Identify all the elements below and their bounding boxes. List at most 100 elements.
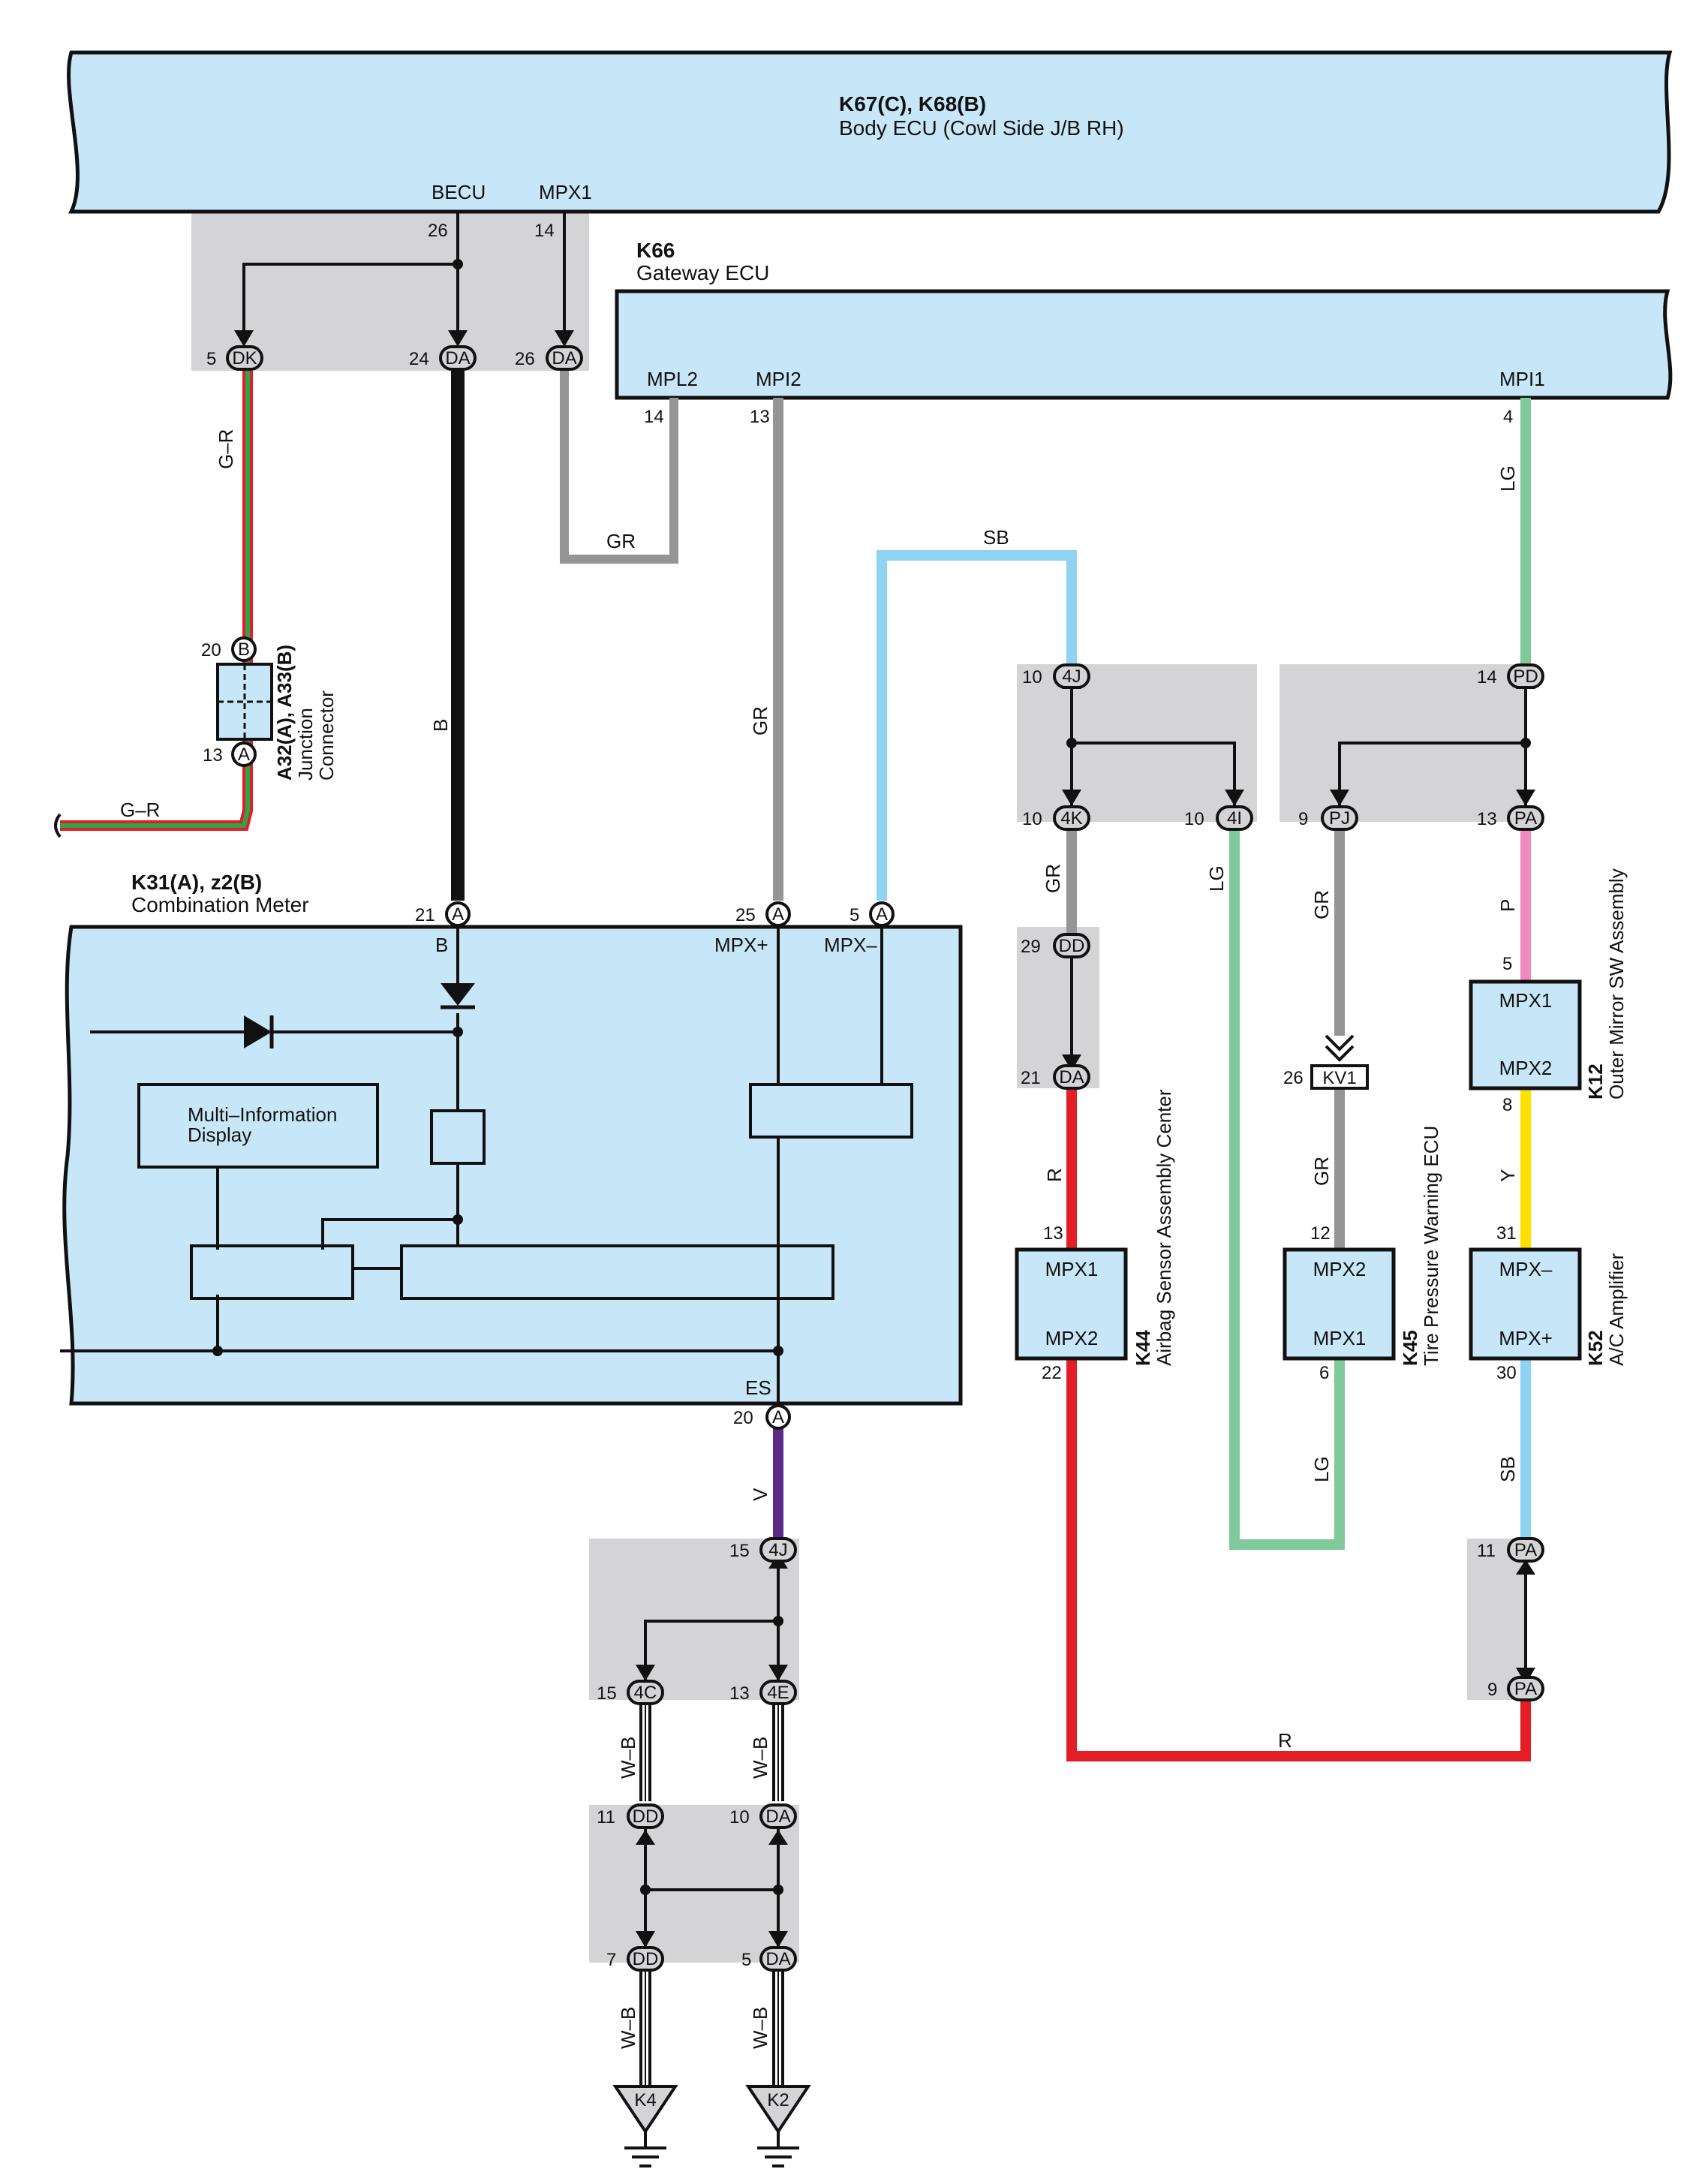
combination-meter: K31(A), z2(B) Combination Meter Multi–In… [60, 871, 963, 1406]
svg-text:PA: PA [1514, 808, 1537, 829]
svg-text:Connector: Connector [315, 690, 338, 781]
svg-text:A32(A), A33(B): A32(A), A33(B) [273, 645, 296, 781]
svg-text:A: A [238, 745, 250, 765]
meter-box [62, 925, 963, 1406]
junction-block-pa-bottom [1467, 1539, 1527, 1700]
svg-text:LG: LG [1310, 1456, 1333, 1482]
jb-pa-bottom-connectors: PA 11 PA 9 [1477, 1537, 1544, 1701]
junction-dots [453, 259, 1531, 1895]
k12-mirror-switch: MPX1 MPX2 5 8 K12 Outer Mirror SW Assemb… [1469, 868, 1628, 1115]
svg-text:DA: DA [552, 348, 576, 369]
svg-text:MPX2: MPX2 [1499, 1057, 1553, 1079]
svg-text:B: B [238, 639, 250, 660]
svg-text:A/C Amplifier: A/C Amplifier [1605, 1253, 1628, 1366]
svg-text:B: B [429, 719, 452, 732]
svg-text:K4: K4 [634, 2090, 656, 2110]
pin-no-mpi2: 13 [750, 407, 770, 427]
body-ecu-pin-mpx1: MPX1 [539, 181, 592, 203]
svg-text:Airbag Sensor Assembly Center: Airbag Sensor Assembly Center [1153, 1089, 1175, 1366]
svg-text:G–R: G–R [120, 799, 160, 821]
svg-text:PJ: PJ [1329, 808, 1350, 829]
svg-text:26: 26 [1283, 1068, 1304, 1088]
svg-text:GR: GR [1310, 890, 1333, 919]
svg-text:MPX–: MPX– [1499, 1258, 1553, 1280]
svg-text:R: R [1043, 1168, 1066, 1182]
svg-text:12: 12 [1310, 1223, 1331, 1244]
gateway-pin-mpl2: MPL2 [647, 368, 698, 390]
svg-text:MPX1: MPX1 [1313, 1327, 1367, 1349]
svg-text:4K: 4K [1060, 808, 1082, 829]
svg-text:4J: 4J [1062, 666, 1081, 687]
svg-text:6: 6 [1319, 1363, 1329, 1383]
svg-text:ES: ES [745, 1376, 771, 1399]
body-ecu-box [67, 50, 1673, 214]
jb-pd-connectors: PD 14 PJ 9 PA 13 [1298, 663, 1544, 831]
svg-text:PD: PD [1513, 666, 1538, 687]
svg-text:MPX2: MPX2 [1313, 1258, 1367, 1280]
gateway-ecu-box [615, 289, 1673, 400]
kv1-connector: KV1 26 [1283, 1034, 1369, 1090]
svg-text:15: 15 [597, 1683, 617, 1704]
svg-text:MPX1: MPX1 [1499, 989, 1553, 1012]
wire-gr-tail [54, 813, 62, 838]
gateway-ecu-code: K66 [636, 239, 675, 262]
svg-text:GR: GR [1042, 864, 1064, 893]
svg-text:5: 5 [1502, 954, 1512, 974]
svg-text:A: A [772, 904, 784, 925]
gateway-pin-mpi1: MPI1 [1499, 368, 1545, 390]
svg-text:K12: K12 [1584, 1063, 1607, 1100]
pin-no-becu: 26 [428, 221, 448, 241]
svg-text:W–B: W–B [749, 2007, 771, 2049]
svg-text:20: 20 [733, 1408, 753, 1428]
svg-text:14: 14 [1477, 667, 1497, 687]
wire-becu-split [242, 212, 566, 330]
ground-k4: K4 [612, 2085, 678, 2167]
jb-4j-connectors: 4J 10 4K 10 4I 10 [1022, 663, 1253, 831]
svg-text:K2: K2 [767, 2090, 789, 2110]
wire-lg-4i [1229, 822, 1345, 1550]
svg-text:SB: SB [983, 526, 1009, 549]
svg-text:20: 20 [201, 640, 221, 660]
svg-text:P: P [1496, 899, 1519, 912]
svg-text:10: 10 [1184, 809, 1204, 829]
svg-text:26: 26 [515, 349, 535, 369]
pin-no-mpi1: 4 [1503, 407, 1513, 427]
svg-text:22: 22 [1042, 1363, 1062, 1383]
svg-text:A: A [452, 904, 464, 925]
ground-junction-connectors: 4J 15 4C 15 4E 13 DD 11 DA 10 DD 7 DA 5 [597, 1537, 797, 1972]
body-ecu-pin-becu: BECU [432, 181, 486, 203]
k45-tpms: MPX2 MPX1 12 6 K45 Tire Pressure Warning… [1283, 1126, 1442, 1383]
svg-text:PA: PA [1514, 1679, 1537, 1699]
k52-ac-amplifier: MPX– MPX+ 31 30 K52 A/C Amplifier [1469, 1223, 1628, 1383]
svg-text:9: 9 [1298, 809, 1308, 829]
meter-connectors: A 21 A 25 A 5 A 20 [415, 901, 895, 1430]
body-ecu: K67(C), K68(B) Body ECU (Cowl Side J/B R… [67, 50, 1673, 214]
svg-text:DD: DD [1059, 936, 1085, 956]
svg-text:DK: DK [232, 348, 257, 369]
svg-text:31: 31 [1496, 1223, 1517, 1244]
svg-text:W–B: W–B [617, 2007, 639, 2049]
svg-text:PA: PA [1514, 1540, 1537, 1560]
svg-text:13: 13 [1043, 1223, 1063, 1244]
svg-text:25: 25 [735, 905, 756, 925]
svg-text:KV1: KV1 [1322, 1068, 1356, 1088]
svg-text:29: 29 [1021, 937, 1041, 957]
svg-text:7: 7 [606, 1950, 616, 1970]
svg-text:V: V [749, 1488, 771, 1501]
svg-text:MPX+: MPX+ [714, 934, 768, 956]
svg-text:MPX+: MPX+ [1499, 1327, 1553, 1349]
wire-labels: G–R G–R B GR GR SB LG GR R LG GR GR P Y … [120, 429, 1519, 2049]
svg-text:MPX1: MPX1 [1045, 1258, 1099, 1280]
wire-r-bottom [1066, 1358, 1531, 1761]
wire-sb-top [877, 550, 1077, 901]
svg-text:5: 5 [849, 905, 859, 925]
svg-text:8: 8 [1502, 1095, 1512, 1115]
svg-text:K52: K52 [1584, 1330, 1607, 1366]
svg-text:15: 15 [729, 1541, 750, 1561]
wire-gr-mpl2 [560, 371, 678, 564]
svg-text:DA: DA [765, 1806, 790, 1827]
svg-text:21: 21 [1021, 1068, 1041, 1088]
svg-text:4I: 4I [1227, 808, 1242, 829]
svg-text:13: 13 [729, 1683, 750, 1704]
